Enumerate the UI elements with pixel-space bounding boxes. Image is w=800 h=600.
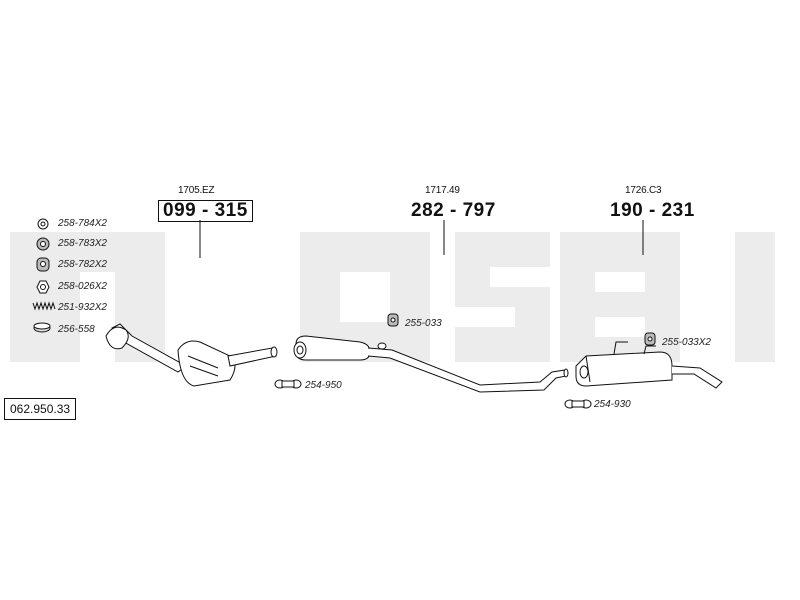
legend-part-4[interactable]: 258-026X2 <box>58 281 107 292</box>
front-pipe-catalyst <box>105 323 278 387</box>
clamp-icon <box>274 379 302 389</box>
clamp-icon <box>564 399 592 409</box>
callout-part-4[interactable]: 254-930 <box>594 399 631 410</box>
legend-part-3[interactable]: 258-782X2 <box>58 259 107 270</box>
assembly-number: 062.950.33 <box>4 398 77 420</box>
section-ref-2: 1717.49 <box>425 185 460 196</box>
rear-silencer <box>575 341 723 389</box>
middle-silencer <box>293 335 569 393</box>
section-ref-1: 1705.EZ <box>178 185 215 196</box>
legend-part-1[interactable]: 258-784X2 <box>58 218 107 229</box>
callout-part-1[interactable]: 255-033 <box>405 318 442 329</box>
section-code-2[interactable]: 282 - 797 <box>411 200 496 221</box>
callout-part-3[interactable]: 255-033X2 <box>662 337 711 348</box>
legend-part-5[interactable]: 251-932X2 <box>58 302 107 313</box>
legend-icons <box>32 218 56 333</box>
legend-part-2[interactable]: 258-783X2 <box>58 238 107 249</box>
spring-icon <box>32 301 56 311</box>
section-code-1[interactable]: 099 - 315 <box>158 200 253 222</box>
section-code-3[interactable]: 190 - 231 <box>610 200 695 221</box>
section-ref-3: 1726.C3 <box>625 185 662 196</box>
legend-part-6[interactable]: 256-558 <box>58 324 95 335</box>
callout-part-2[interactable]: 254-950 <box>305 380 342 391</box>
